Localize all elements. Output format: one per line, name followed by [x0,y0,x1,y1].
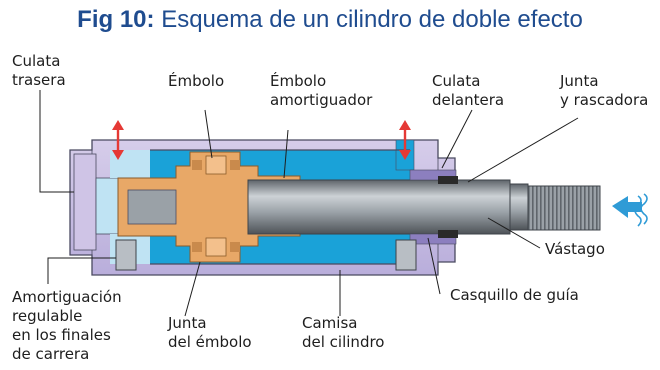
cushioning-screws [115,239,417,271]
cylinder-barrel [150,149,410,265]
figure-title: Fig 10: Esquema de un cilindro de doble … [0,6,660,34]
leader-lines [39,90,579,317]
label-casquillo-guia: Casquillo de guía [450,286,579,304]
figure-number: Fig 10: [77,6,155,33]
front-cap [409,169,458,245]
port-arrow-icon [399,120,411,160]
piston-rod [127,179,601,235]
label-embolo: Émbolo [168,72,225,90]
figure-caption: Esquema de un cilindro de doble efecto [161,6,583,33]
force-arrow-icon [612,193,648,227]
rear-cap [73,153,137,251]
port-arrow-icon [112,120,124,160]
label-vastago: Vástago [545,240,605,258]
